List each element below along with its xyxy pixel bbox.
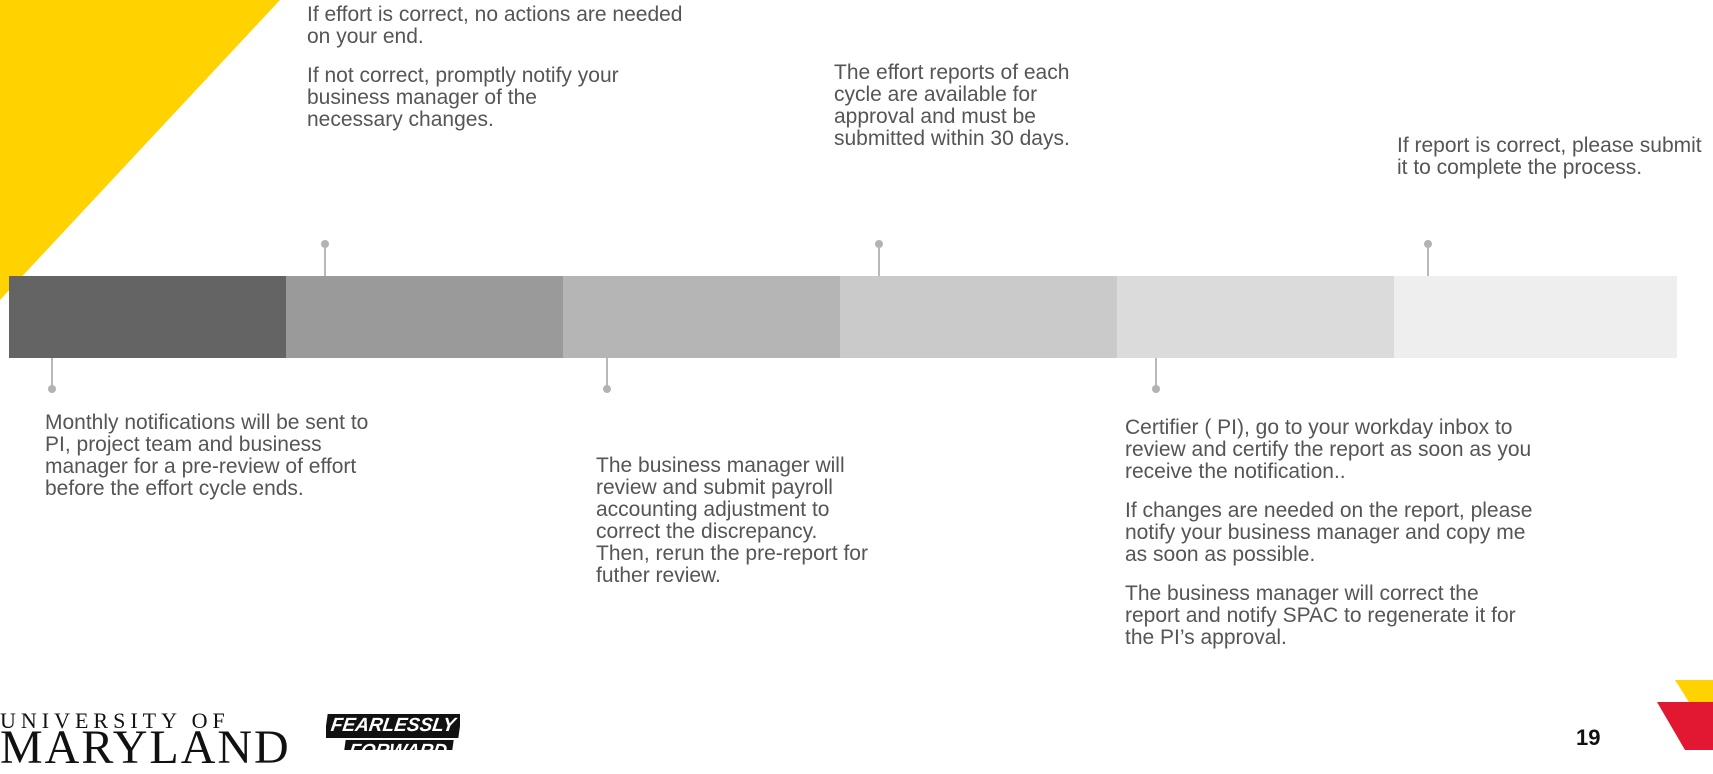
timeline-connector-top-3 xyxy=(1427,246,1429,276)
timeline-segment-5 xyxy=(1117,276,1394,358)
timeline-dot-bottom-2 xyxy=(603,385,611,393)
timeline-segment-1 xyxy=(9,276,286,358)
note-paragraph: The business manager will review and sub… xyxy=(596,454,868,587)
note-paragraph: Monthly notifications will be sent to PI… xyxy=(45,411,369,500)
fearlessly-forward-logo: FEARLESSLY FORWARD xyxy=(326,714,460,750)
forward-text: FORWARD xyxy=(342,740,454,750)
timeline-segment-3 xyxy=(563,276,840,358)
timeline-note-top-3: If report is correct, please submit it t… xyxy=(1397,135,1707,196)
yellow-triangle-decoration xyxy=(0,0,280,300)
university-logo-text: UNIVERSITY OF xyxy=(0,708,230,733)
page-number: 19 xyxy=(1576,725,1601,750)
timeline-connector-bottom-1 xyxy=(51,358,53,388)
note-paragraph: If effort is correct, no actions are nee… xyxy=(307,3,683,48)
timeline-segment-6 xyxy=(1394,276,1677,358)
timeline-dot-top-2 xyxy=(875,240,883,248)
timeline-note-bottom-3: Certifier ( PI), go to your workday inbo… xyxy=(1125,417,1535,666)
fearlessly-text: FEARLESSLY xyxy=(326,714,460,738)
timeline-connector-bottom-2 xyxy=(606,358,608,388)
timeline-dot-top-1 xyxy=(321,240,329,248)
timeline-connector-top-2 xyxy=(878,246,880,276)
corner-flag-decoration xyxy=(1657,680,1713,750)
maryland-logo-text: MARYLAND xyxy=(0,721,291,774)
timeline-note-top-1: If effort is correct, no actions are nee… xyxy=(307,4,697,148)
timeline-connector-bottom-3 xyxy=(1155,358,1157,388)
timeline-note-bottom-2: The business manager will review and sub… xyxy=(596,455,871,604)
note-paragraph: If not correct, promptly notify your bus… xyxy=(307,64,619,131)
timeline-connector-top-1 xyxy=(324,246,326,276)
note-paragraph: The business manager will correct the re… xyxy=(1125,582,1516,649)
note-paragraph: The effort reports of each cycle are ava… xyxy=(834,61,1070,150)
note-paragraph: If changes are needed on the report, ple… xyxy=(1125,499,1533,566)
timeline-dot-bottom-1 xyxy=(48,385,56,393)
timeline-segment-2 xyxy=(286,276,563,358)
note-paragraph: Certifier ( PI), go to your workday inbo… xyxy=(1125,416,1532,483)
timeline-note-top-2: The effort reports of each cycle are ava… xyxy=(834,62,1104,167)
note-paragraph: If report is correct, please submit it t… xyxy=(1397,134,1702,179)
timeline-segment-4 xyxy=(840,276,1117,358)
timeline-note-bottom-1: Monthly notifications will be sent to PI… xyxy=(45,412,375,517)
timeline-dot-bottom-3 xyxy=(1152,385,1160,393)
timeline-dot-top-3 xyxy=(1424,240,1432,248)
